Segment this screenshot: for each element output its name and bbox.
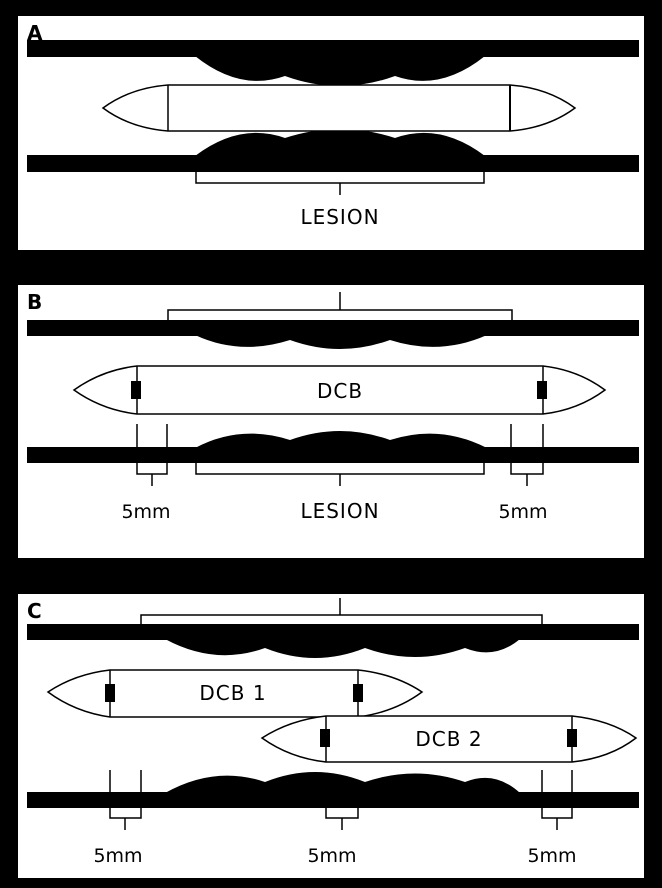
margin-bracket-right <box>510 463 544 486</box>
plaque-top <box>195 56 485 86</box>
lesion-bracket <box>195 463 485 486</box>
margin-label-left: 5mm <box>121 501 170 523</box>
panel-b-letter: B <box>27 290 42 314</box>
plaque-bottom <box>195 431 487 448</box>
vessel-wall-bottom <box>27 155 639 172</box>
dcb-2-marker-left <box>320 729 330 747</box>
dcb-1-marker-right <box>353 684 363 702</box>
dcb-label: DCB <box>317 379 363 403</box>
panel-c: C DCB 1 DCB 2 5mm <box>18 594 644 878</box>
panel-a: A LESION <box>18 16 644 250</box>
lesion-label: LESION <box>300 499 379 523</box>
margin-bracket-overlap <box>325 808 359 830</box>
vessel-wall-top <box>27 320 639 336</box>
margin-bracket-left <box>136 463 168 486</box>
treatment-bracket-top <box>140 598 543 625</box>
dcb-1-marker-left <box>105 684 115 702</box>
plaque-bottom <box>195 129 485 156</box>
plaque-top <box>195 335 487 349</box>
margin-label-overlap: 5mm <box>307 845 356 867</box>
margin-label-right: 5mm <box>527 845 576 867</box>
margin-bracket-right <box>541 808 573 830</box>
dcb-2-label: DCB 2 <box>415 727 482 751</box>
lesion-label: LESION <box>300 205 379 229</box>
dcb-marker-right <box>537 381 547 399</box>
margin-label-left: 5mm <box>93 845 142 867</box>
panel-c-letter: C <box>27 599 42 623</box>
vessel-wall-top <box>27 40 639 57</box>
dcb-marker-left <box>131 381 141 399</box>
panel-a-letter: A <box>27 21 43 45</box>
vessel-wall-top <box>27 624 639 640</box>
plaque-bottom <box>165 772 520 793</box>
panel-b: B DCB 5mm LESION 5mm <box>18 285 644 558</box>
balloon-catheter <box>101 84 577 132</box>
dcb-1-label: DCB 1 <box>199 681 266 705</box>
vessel-wall-bottom <box>27 792 639 808</box>
plaque-top <box>165 639 520 658</box>
treatment-bracket-top <box>167 292 513 320</box>
margin-label-right: 5mm <box>498 501 547 523</box>
margin-bracket-left <box>109 808 142 830</box>
lesion-bracket <box>195 172 485 195</box>
vessel-wall-bottom <box>27 447 639 463</box>
dcb-2-marker-right <box>567 729 577 747</box>
